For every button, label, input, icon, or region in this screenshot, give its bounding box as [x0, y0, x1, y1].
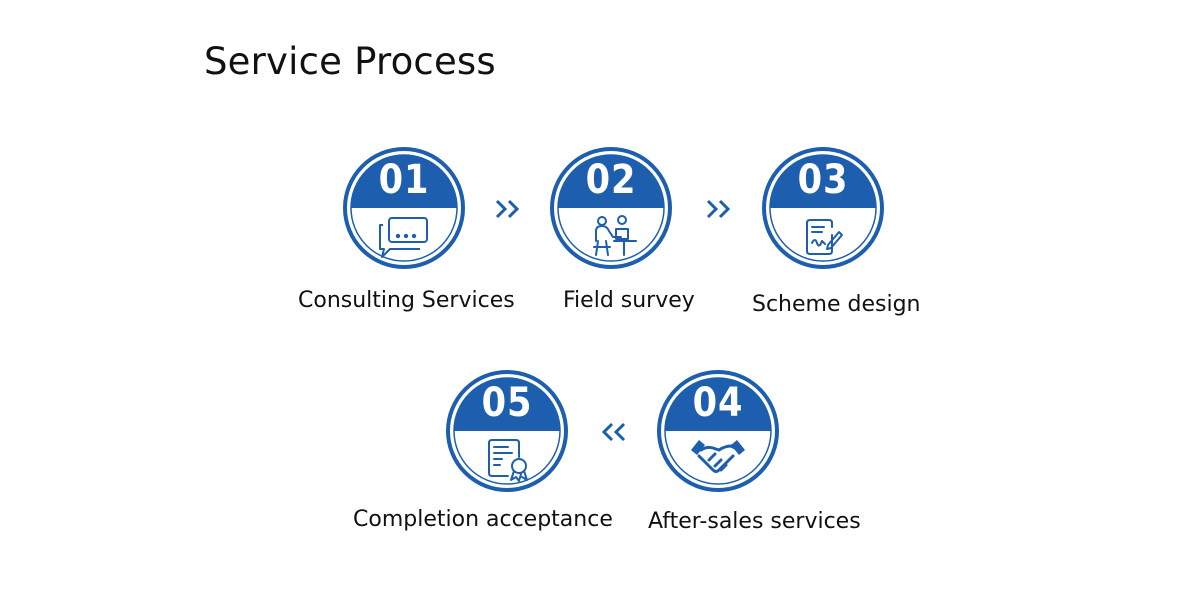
step-badge: [762, 147, 884, 269]
step-01: 01: [343, 147, 465, 269]
step-label: Field survey: [563, 288, 695, 313]
step-badge: [446, 370, 568, 492]
step-label: Consulting Services: [298, 288, 515, 313]
step-05: 05: [446, 370, 568, 492]
certificate-icon: [488, 439, 528, 482]
chat-bubbles-icon: [379, 217, 428, 258]
step-label: Completion acceptance: [353, 507, 613, 532]
step-badge: [657, 370, 779, 492]
step-04: 04: [657, 370, 779, 492]
step-number: 01: [378, 157, 430, 203]
handshake-icon: [691, 440, 745, 473]
chevron-right-icon: [495, 199, 520, 219]
step-label: Scheme design: [752, 292, 921, 317]
page-title: Service Process: [204, 40, 496, 83]
step-number: 02: [585, 157, 637, 203]
step-number: 04: [692, 380, 744, 426]
chevron-right-icon: [706, 199, 731, 219]
step-03: 03: [762, 147, 884, 269]
step-02: 02: [550, 147, 672, 269]
step-label: After-sales services: [648, 509, 861, 534]
design-document-icon: [806, 219, 843, 255]
step-number: 05: [481, 380, 533, 426]
chevron-left-icon: [601, 422, 626, 442]
step-badge: [550, 147, 672, 269]
survey-people-icon: [593, 215, 637, 256]
step-badge: [343, 147, 465, 269]
step-number: 03: [797, 157, 849, 203]
